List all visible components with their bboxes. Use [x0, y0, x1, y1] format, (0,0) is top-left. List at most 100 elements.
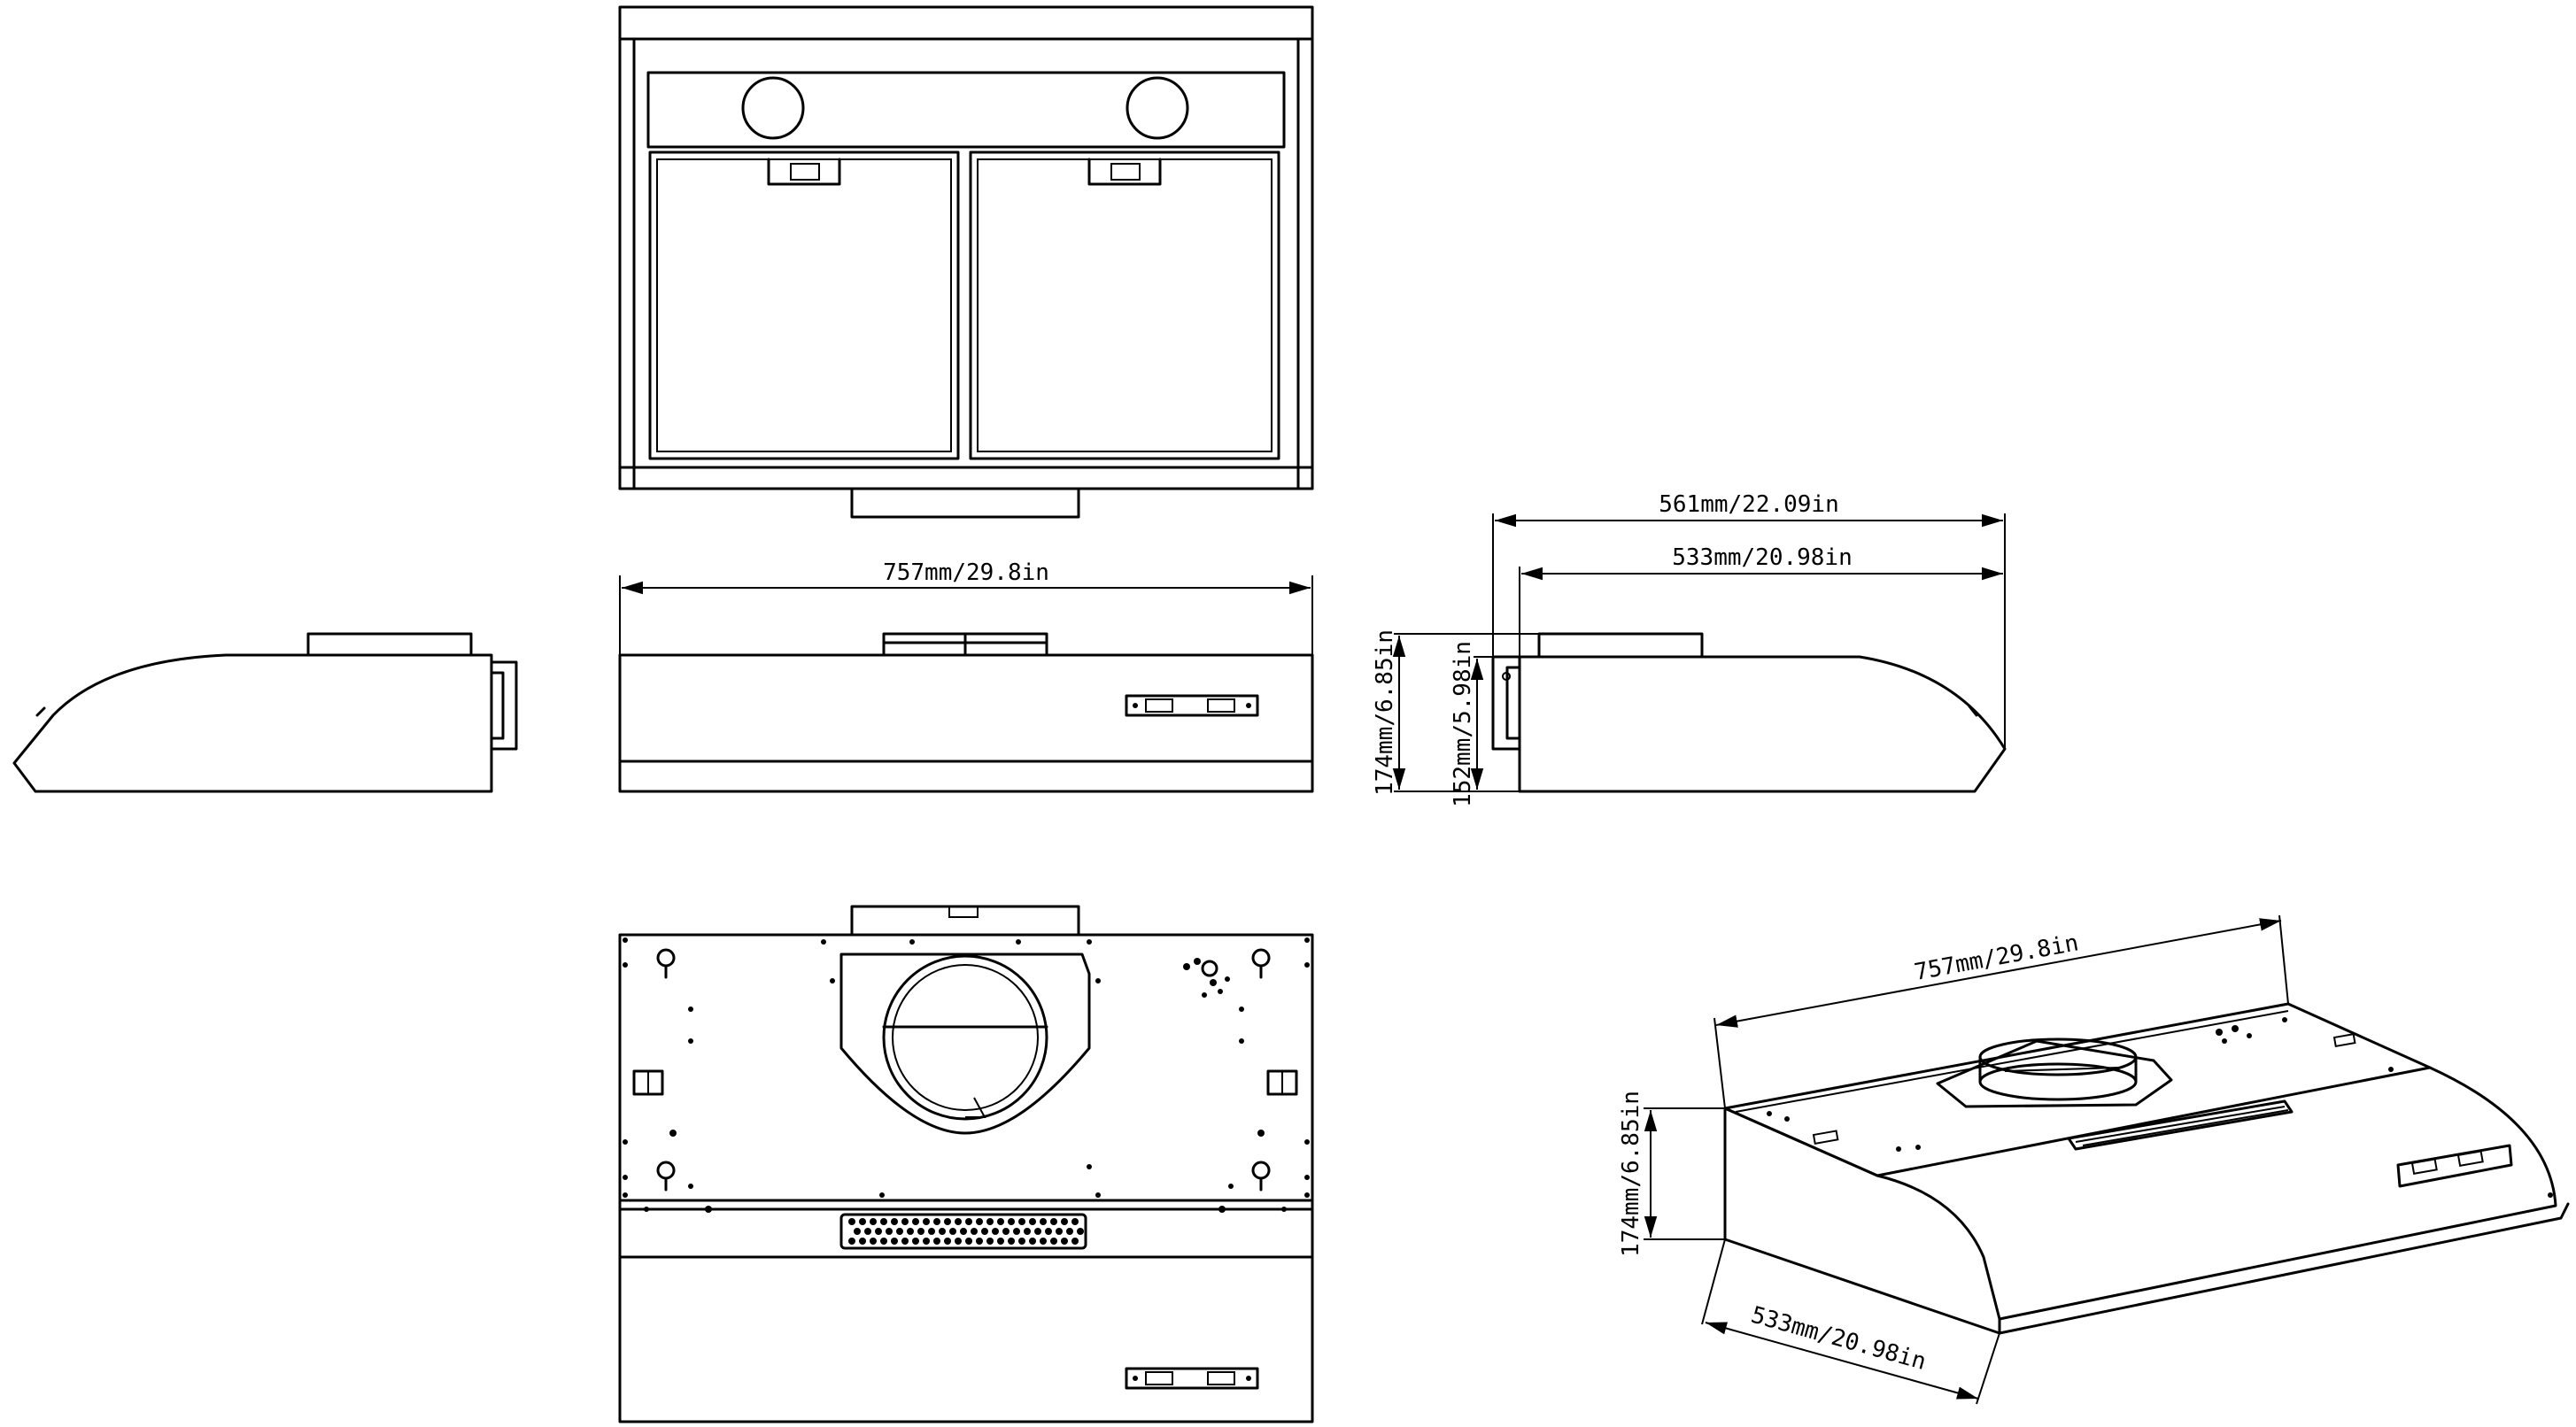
side-height-body-label: 152mm/5.98in [1450, 641, 1476, 807]
vent-slot [1029, 1238, 1036, 1245]
vent-grille [839, 1213, 1087, 1250]
vent-slot [1066, 1228, 1073, 1235]
vent-slot [923, 1218, 930, 1225]
left-side-view [12, 632, 518, 793]
vent-slot [1008, 1238, 1015, 1245]
vent-slot [944, 1238, 951, 1245]
iso-depth-label: 533mm/20.98in [1748, 1302, 1929, 1376]
duct-flange [839, 953, 1091, 1135]
vent-slot [1071, 1238, 1079, 1245]
iso-control-panel [2396, 1144, 2513, 1188]
vent-slot [870, 1218, 877, 1225]
screw-holes [623, 937, 1310, 1213]
vent-slot [1040, 1238, 1047, 1245]
front-width-dimension: 757mm/29.8in [619, 559, 1313, 655]
vent-slot [1050, 1218, 1057, 1225]
vent-slot [944, 1218, 951, 1225]
vent-slot [1050, 1238, 1057, 1245]
vent-slot [1061, 1238, 1068, 1245]
vent-slot [1013, 1228, 1020, 1235]
vent-slot [955, 1218, 962, 1225]
vent-slot [886, 1228, 893, 1235]
vent-slot [880, 1238, 887, 1245]
vent-slot [1045, 1228, 1052, 1235]
vent-slot [1008, 1218, 1015, 1225]
iso-height-dimension: 174mm/6.85in [1618, 1091, 1725, 1257]
vent-slot [907, 1228, 914, 1235]
vent-slot [992, 1228, 999, 1235]
vent-slot [965, 1238, 972, 1245]
vent-slot [997, 1218, 1004, 1225]
vent-slot [939, 1228, 946, 1235]
vent-slots [848, 1218, 1084, 1245]
vent-slot [1077, 1228, 1084, 1235]
vent-slot [1061, 1218, 1068, 1225]
vent-slot [901, 1218, 909, 1225]
vent-slot [912, 1238, 919, 1245]
filter-right [969, 150, 1280, 460]
keyhole-mounts [656, 948, 1271, 1192]
vent-slot [933, 1238, 940, 1245]
right-side-view [1491, 632, 2007, 793]
vent-slot [891, 1238, 898, 1245]
vent-slot [1018, 1218, 1025, 1225]
front-view [618, 632, 1314, 793]
vent-slot [1018, 1238, 1025, 1245]
vent-slot [928, 1228, 935, 1235]
vent-slot [976, 1238, 983, 1245]
iso-height-label: 174mm/6.85in [1618, 1091, 1644, 1257]
light-circle-right [1126, 76, 1189, 140]
vent-slot [848, 1218, 855, 1225]
side-depth-body-label: 533mm/20.98in [1672, 544, 1853, 571]
vent-slot [949, 1228, 956, 1235]
vent-slot [1040, 1218, 1047, 1225]
vent-slot [901, 1238, 909, 1245]
duct-collar [882, 954, 1048, 1121]
vent-slot [917, 1228, 924, 1235]
vent-slot [875, 1228, 882, 1235]
vent-slot [976, 1218, 983, 1225]
side-depth-dimensions: 561mm/22.09in 533mm/20.98in [1492, 491, 2006, 749]
vent-slot [859, 1218, 866, 1225]
iso-width-dimension: 757mm/29.8in [1713, 914, 2289, 1109]
vent-slot [859, 1238, 866, 1245]
control-panel-top [1125, 1367, 1259, 1390]
vent-slot [1002, 1228, 1010, 1235]
iso-vent [2067, 1099, 2294, 1151]
iso-width-label: 757mm/29.8in [1912, 929, 2080, 986]
light-circle-left [741, 76, 805, 140]
vent-slot [1024, 1228, 1031, 1235]
vent-slot [986, 1218, 994, 1225]
vent-slot [854, 1228, 861, 1235]
vent-slot [955, 1238, 962, 1245]
side-height-dimensions: 174mm/6.85in 152mm/5.98in [1372, 629, 1539, 807]
vent-slot [891, 1218, 898, 1225]
vent-slot [1034, 1228, 1041, 1235]
vent-slot [880, 1218, 887, 1225]
iso-depth-dimension: 533mm/20.98in [1701, 1238, 2000, 1405]
vent-slot [971, 1228, 978, 1235]
vent-slot [1056, 1228, 1063, 1235]
vent-slot [997, 1238, 1004, 1245]
vent-slot [923, 1238, 930, 1245]
vent-slot [848, 1238, 855, 1245]
vent-slot [912, 1218, 919, 1225]
bottom-view [618, 5, 1314, 519]
vent-slot [870, 1238, 877, 1245]
vent-slot [981, 1228, 988, 1235]
side-depth-total-label: 561mm/22.09in [1659, 491, 1839, 518]
side-height-total-label: 174mm/6.85in [1372, 629, 1398, 796]
vent-slot [960, 1228, 967, 1235]
vent-slot [896, 1228, 903, 1235]
vent-slot [986, 1238, 994, 1245]
filter-left [648, 150, 960, 460]
vent-slot [965, 1218, 972, 1225]
vent-slot [1029, 1218, 1036, 1225]
isometric-view [1723, 1002, 2570, 1335]
vent-slot [1071, 1218, 1079, 1225]
vent-slot [864, 1228, 871, 1235]
top-view [618, 905, 1314, 1423]
front-width-label: 757mm/29.8in [883, 559, 1049, 586]
vent-slot [933, 1218, 940, 1225]
